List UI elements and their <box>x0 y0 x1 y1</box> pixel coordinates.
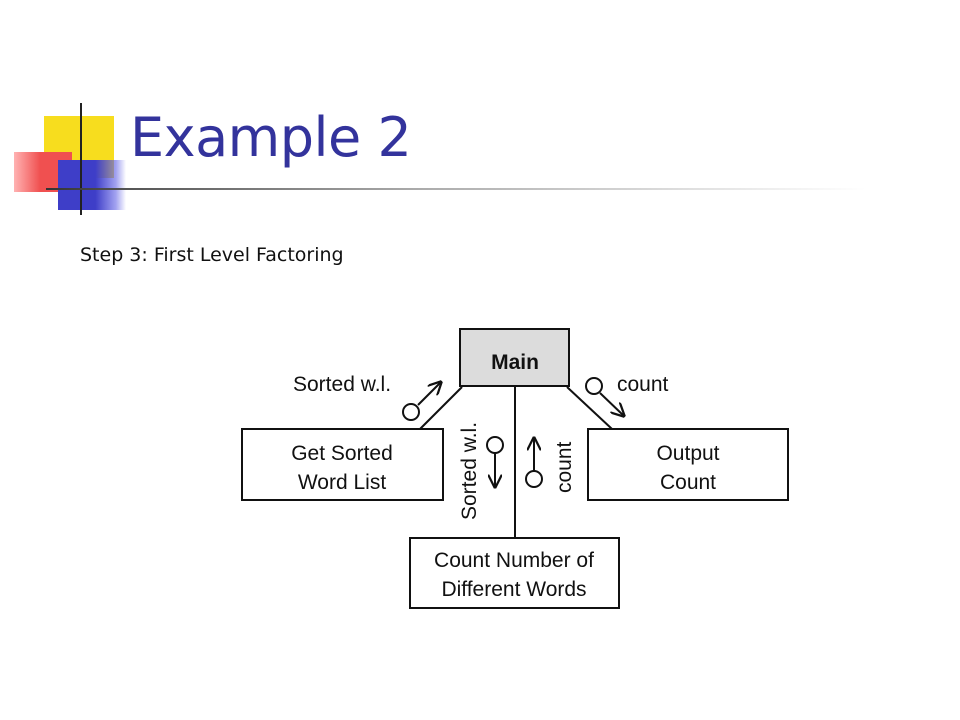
output-box <box>587 428 789 501</box>
title-underline <box>46 188 866 190</box>
node-get-sorted-word-list: Get Sorted Word List <box>241 428 444 501</box>
get-sorted-label-line2: Word List <box>298 471 386 494</box>
flow-count-center: count <box>525 438 576 493</box>
get-sorted-label-line1: Get Sorted <box>291 442 393 465</box>
decorative-logo <box>0 0 140 230</box>
data-couple-circle <box>525 470 543 488</box>
connector-lines <box>419 386 613 538</box>
slide-subtitle: Step 3: First Level Factoring <box>80 244 344 266</box>
data-couple-circle <box>486 436 504 454</box>
node-count-different-words: Count Number of Different Words <box>409 537 620 609</box>
output-label-line1: Output <box>656 442 719 465</box>
data-couple-circle <box>585 377 603 395</box>
edge-main-to-output <box>566 386 613 430</box>
data-flow-arrow <box>599 392 624 416</box>
count-diff-label-line2: Different Words <box>441 578 586 601</box>
data-couple-circle <box>402 403 420 421</box>
logo-vertical-line <box>80 103 82 215</box>
flow-label-count-center: count <box>553 441 576 493</box>
flow-label-count-top: count <box>617 373 669 396</box>
data-flow-arrow <box>417 382 441 406</box>
node-output-count: Output Count <box>587 428 789 501</box>
node-main: Main <box>459 328 570 387</box>
count-diff-box <box>409 537 620 609</box>
get-sorted-box <box>241 428 444 501</box>
flow-sorted-wl-center: Sorted w.l. <box>458 422 504 520</box>
flow-sorted-wl-top-left: Sorted w.l. <box>293 373 441 421</box>
main-box <box>459 328 570 387</box>
main-label: Main <box>491 351 539 374</box>
edge-main-to-get-sorted <box>419 386 463 430</box>
slide-title: Example 2 <box>130 106 412 169</box>
output-label-line2: Count <box>660 471 716 494</box>
count-diff-label-line1: Count Number of <box>434 549 594 572</box>
logo-blue-square <box>58 160 126 210</box>
flow-label-sorted-wl-center: Sorted w.l. <box>458 422 481 520</box>
flow-count-top-right: count <box>585 373 669 416</box>
flow-label-sorted-wl-top: Sorted w.l. <box>293 373 391 396</box>
